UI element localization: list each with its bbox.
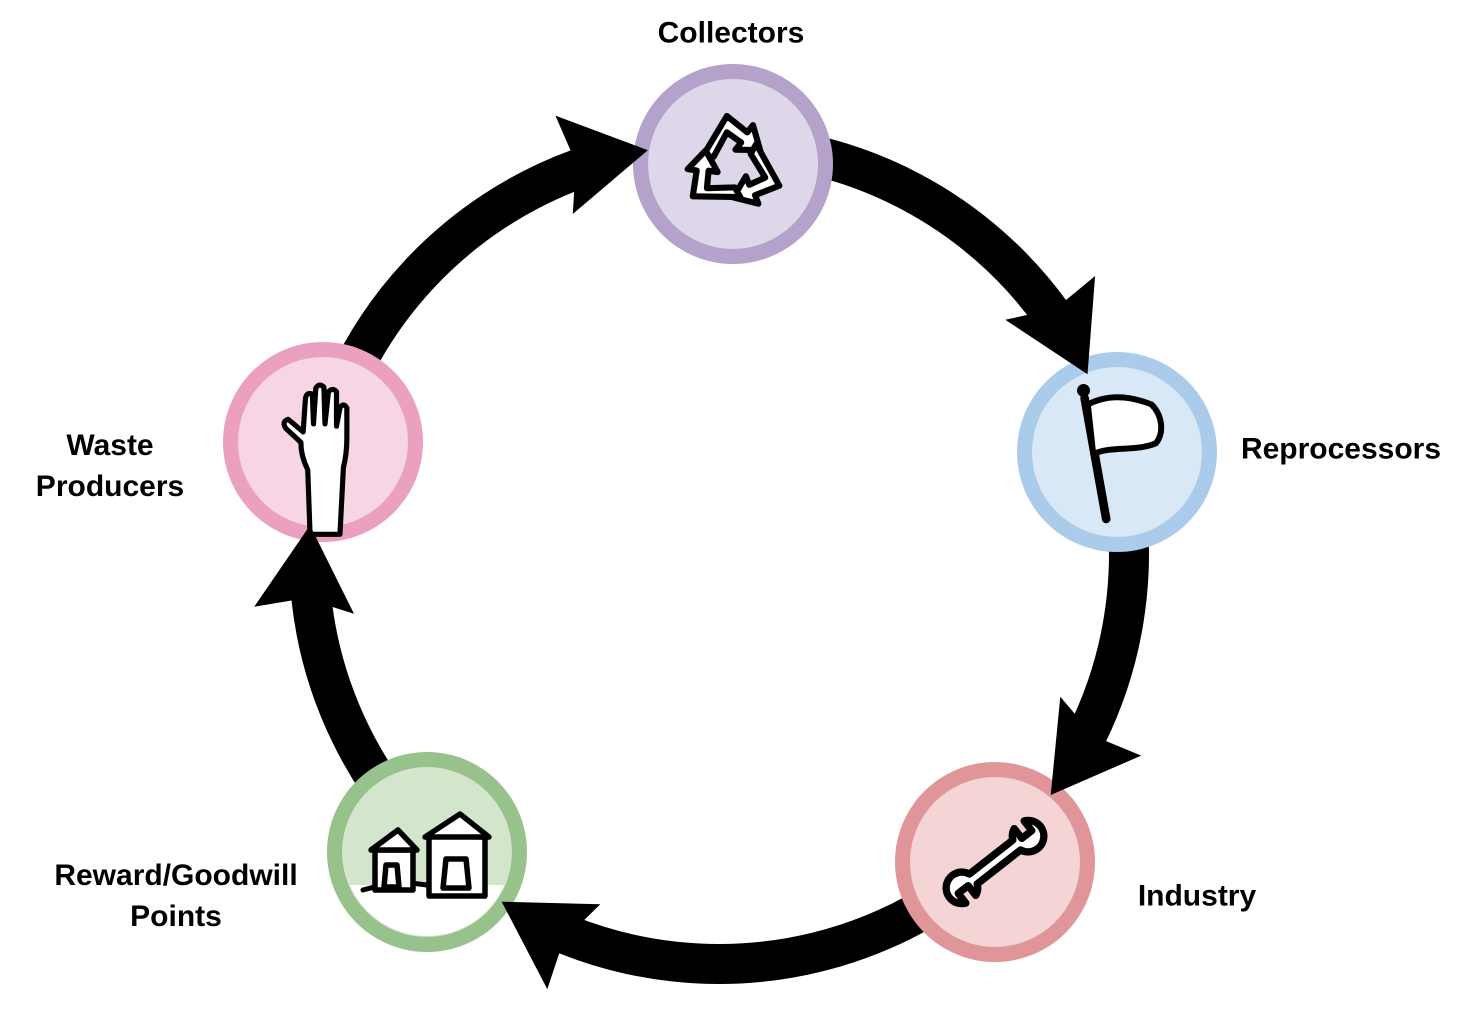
cycle-arrowheads: [254, 115, 1142, 990]
flag-icon: [1077, 383, 1165, 524]
node-reprocessors: [1017, 352, 1217, 552]
label-waste-line2: Producers: [35, 470, 185, 503]
node-reward-goodwill-points: [327, 752, 527, 952]
node-industry: [895, 762, 1095, 962]
recycle-icon: [684, 112, 783, 207]
arrowhead-into-reward: [501, 901, 601, 990]
label-waste-line1: Waste: [66, 429, 154, 462]
label-collectors: Collectors: [657, 16, 805, 50]
collectors-fill: [648, 79, 818, 249]
label-reprocessors: Reprocessors: [1240, 432, 1442, 466]
arrowhead-into-industry: [1050, 696, 1142, 795]
arrowhead-into-waste: [254, 525, 354, 614]
label-reward-goodwill-points: Reward/Goodwill Points: [54, 855, 297, 937]
arrowhead-into-collectors: [555, 115, 648, 214]
node-collectors: [633, 64, 833, 264]
wrench-icon: [942, 816, 1048, 908]
label-reward-line1: Reward/Goodwill: [54, 859, 298, 892]
raised-hand-icon: [281, 382, 350, 537]
arrowhead-into-reprocessors: [1005, 276, 1096, 375]
label-waste-producers: Waste Producers: [36, 425, 184, 507]
label-reward-line2: Points: [130, 900, 222, 933]
label-industry: Industry: [1137, 879, 1257, 913]
node-waste-producers: [223, 342, 423, 542]
